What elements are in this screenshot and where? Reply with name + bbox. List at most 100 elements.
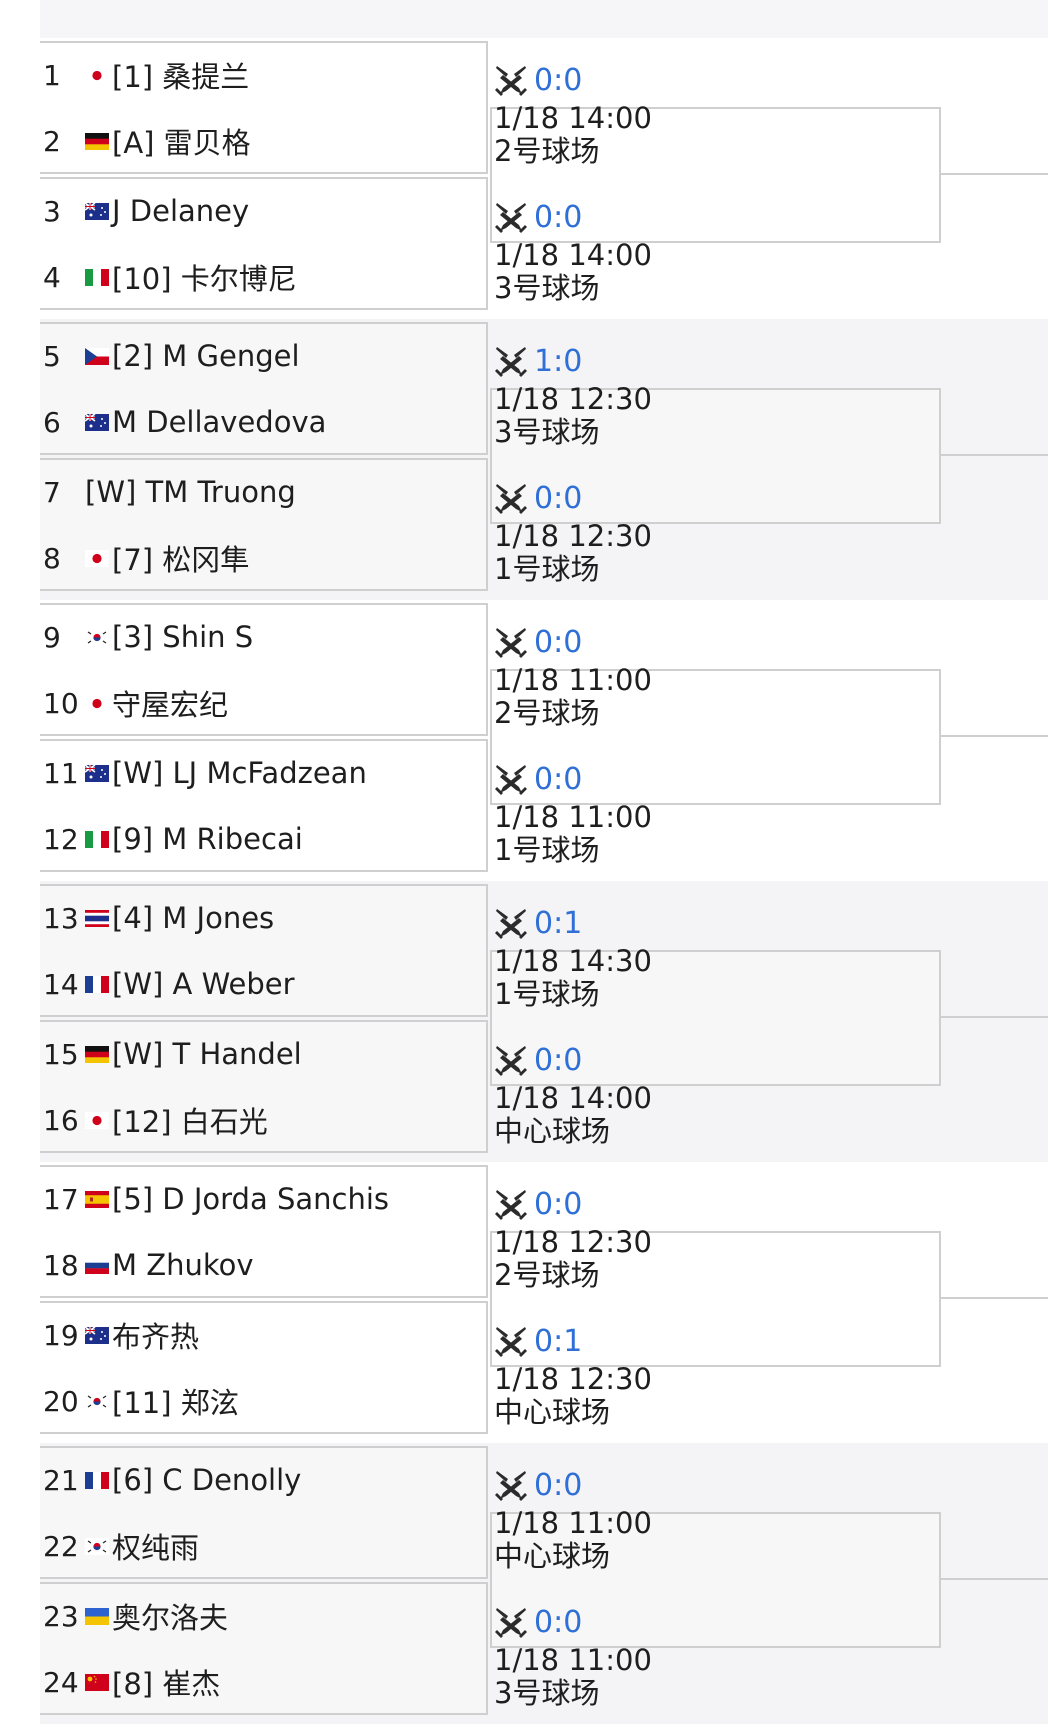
draw-position: 18 xyxy=(43,1248,79,1282)
player-row[interactable]: 1[1] 桑提兰 xyxy=(40,45,486,105)
germany-flag-icon xyxy=(85,132,109,150)
player-row[interactable]: 14[W] A Weber xyxy=(40,954,486,1014)
player-row[interactable]: 20[11] 郑泫 xyxy=(40,1371,486,1431)
germany-flag-icon xyxy=(85,1045,109,1063)
match-score[interactable]: 0:0 xyxy=(534,624,583,660)
player-row[interactable]: 15[W] T Handel xyxy=(40,1024,486,1084)
player-row[interactable]: 13[4] M Jones xyxy=(40,888,486,948)
player-row[interactable]: 9[3] Shin S xyxy=(40,607,486,667)
player-row[interactable]: 16[12] 白石光 xyxy=(40,1090,486,1150)
player-name: [W] T Handel xyxy=(112,1037,302,1071)
match-score[interactable]: 0:0 xyxy=(534,199,583,235)
bracket-connector-line xyxy=(941,735,1048,737)
japan-flag-icon xyxy=(85,694,109,712)
spain-flag-icon xyxy=(85,1190,109,1208)
match-connector-box xyxy=(490,107,941,243)
player-row[interactable]: 18 M Zhukov xyxy=(40,1235,486,1295)
match-score[interactable]: 0:1 xyxy=(534,1323,583,1359)
player-name: M Zhukov xyxy=(112,1248,254,1282)
match-court: 中心球场 xyxy=(494,1539,611,1573)
draw-position: 24 xyxy=(43,1665,79,1699)
match-score[interactable]: 0:0 xyxy=(534,1467,583,1503)
france-flag-icon xyxy=(85,975,109,993)
match-court: 2号球场 xyxy=(494,696,600,730)
match-time: 1/18 12:30 xyxy=(494,1362,652,1396)
crossed-swords-icon xyxy=(494,907,528,939)
player-name: [2] M Gengel xyxy=(112,339,300,373)
bracket-connector-line xyxy=(941,1578,1048,1580)
draw-position: 3 xyxy=(43,194,61,228)
player-row[interactable]: 4[10] 卡尔博尼 xyxy=(40,247,486,307)
australia-flag-icon xyxy=(85,764,109,782)
player-row[interactable]: 17 [5] D Jorda Sanchis xyxy=(40,1169,486,1229)
match-score[interactable]: 0:0 xyxy=(534,1604,583,1640)
match-connector-box xyxy=(490,1512,941,1648)
match-score[interactable]: 0:0 xyxy=(534,480,583,516)
match-score[interactable]: 0:0 xyxy=(534,761,583,797)
player-row[interactable]: 8[7] 松冈隼 xyxy=(40,528,486,588)
player-name: [5] D Jorda Sanchis xyxy=(112,1182,390,1216)
czechia-flag-icon xyxy=(85,347,109,365)
match-score[interactable]: 0:1 xyxy=(534,905,583,941)
draw-position: 16 xyxy=(43,1103,79,1137)
match-time: 1/18 14:00 xyxy=(494,101,652,135)
player-name: 守屋宏纪 xyxy=(112,688,229,722)
draw-position: 23 xyxy=(43,1599,79,1633)
player-pair-box: 17 [5] D Jorda Sanchis 18 M Zhukov xyxy=(40,1165,488,1298)
bracket-connector-line xyxy=(941,454,1048,456)
australia-flag-icon xyxy=(85,202,109,220)
player-row[interactable]: 24[8] 崔杰 xyxy=(40,1652,486,1712)
player-row[interactable]: 12[9] M Ribecai xyxy=(40,809,486,869)
match-score[interactable]: 0:0 xyxy=(534,62,583,98)
south-korea-flag-icon xyxy=(85,1537,109,1555)
crossed-swords-icon xyxy=(494,482,528,514)
player-row[interactable]: 7[W] TM Truong xyxy=(40,462,486,522)
player-row[interactable]: 21[6] C Denolly xyxy=(40,1450,486,1510)
match-score[interactable]: 1:0 xyxy=(534,343,583,379)
match-score[interactable]: 0:0 xyxy=(534,1186,583,1222)
match-score-row: 0:0 xyxy=(494,1184,934,1224)
match-court: 3号球场 xyxy=(494,271,600,305)
italy-flag-icon xyxy=(85,830,109,848)
draw-position: 13 xyxy=(43,901,79,935)
match-time: 1/18 11:00 xyxy=(494,1643,652,1677)
player-row[interactable]: 2[A] 雷贝格 xyxy=(40,111,486,171)
france-flag-icon xyxy=(85,1471,109,1489)
player-name: [W] A Weber xyxy=(112,967,295,1001)
player-row[interactable]: 5[2] M Gengel xyxy=(40,326,486,386)
match-score[interactable]: 0:0 xyxy=(534,1042,583,1078)
player-name: [10] 卡尔博尼 xyxy=(112,262,297,296)
crossed-swords-icon xyxy=(494,1044,528,1076)
match-time: 1/18 11:00 xyxy=(494,663,652,697)
south-korea-flag-icon xyxy=(85,1392,109,1410)
player-name: [W] LJ McFadzean xyxy=(112,756,367,790)
draw-position: 20 xyxy=(43,1384,79,1418)
draw-position: 17 xyxy=(43,1182,79,1216)
player-row[interactable]: 11[W] LJ McFadzean xyxy=(40,743,486,803)
draw-position: 8 xyxy=(43,541,61,575)
